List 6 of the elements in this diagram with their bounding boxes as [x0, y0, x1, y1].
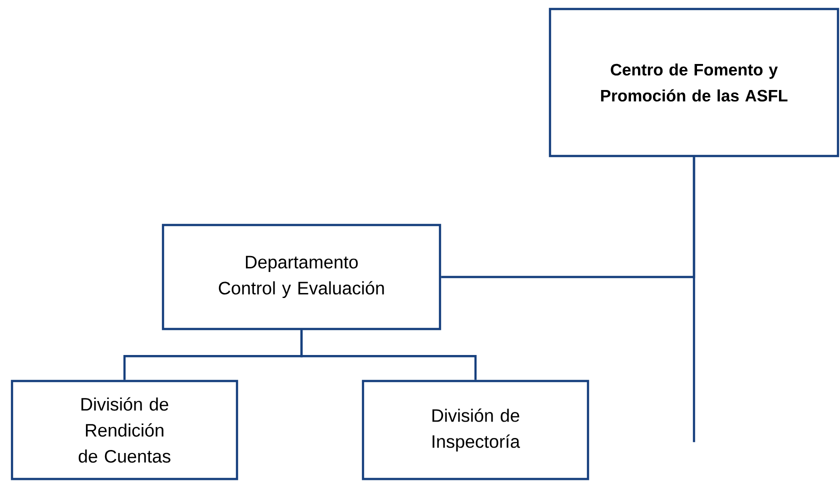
- connector-line: [300, 330, 477, 380]
- org-box: División de Rendición de Cuentas: [10, 380, 238, 480]
- org-box: División de Inspectoría: [362, 380, 590, 480]
- connector-line: [692, 157, 696, 442]
- org-box: Centro de Fomento y Promoción de las ASFL: [548, 8, 840, 158]
- org-box: Departamento Control y Evaluación: [162, 224, 442, 330]
